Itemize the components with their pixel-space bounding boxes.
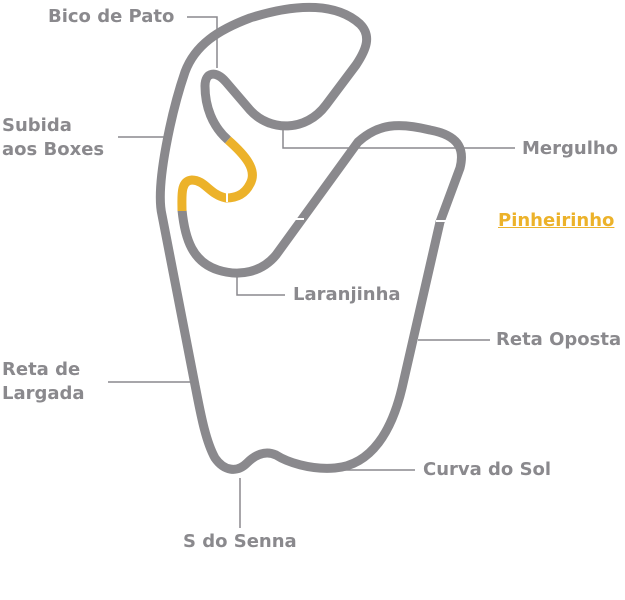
label-curva-do-sol: Curva do Sol — [423, 459, 552, 480]
label-laranjinha: Laranjinha — [293, 284, 401, 305]
label-reta-oposta: Reta Oposta — [496, 329, 622, 350]
label-bico-de-pato: Bico de Pato — [48, 6, 175, 27]
label-mergulho: Mergulho — [522, 138, 619, 159]
leader-laranjinha — [236, 276, 285, 296]
label-reta-line2: Largada — [2, 383, 85, 404]
leader-mergulho — [282, 122, 515, 149]
label-reta-de-largada: Reta de Largada — [2, 358, 85, 406]
label-s-do-senna: S do Senna — [183, 531, 297, 552]
label-subida-line2: aos Boxes — [2, 139, 105, 160]
track-pinheirinho-highlight — [177, 136, 257, 212]
label-subida-aos-boxes: Subida aos Boxes — [2, 114, 104, 162]
label-pinheirinho[interactable]: Pinheirinho — [498, 210, 615, 231]
sector-marks — [226, 191, 448, 222]
leader-lines — [108, 16, 515, 528]
track-circuit — [155, 2, 467, 474]
label-subida-line1: Subida — [2, 115, 72, 136]
leader-bico-de-pato — [187, 16, 218, 68]
label-reta-line1: Reta de — [2, 359, 81, 380]
